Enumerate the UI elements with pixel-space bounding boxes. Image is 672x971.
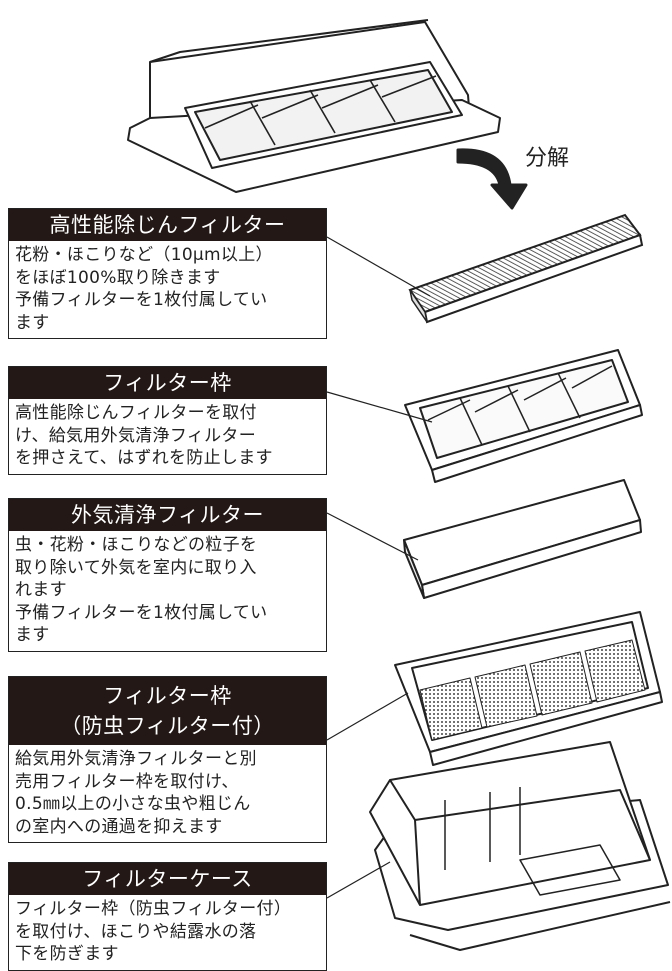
filter-case-icon (369, 741, 671, 951)
decompose-label: 分解 (525, 146, 570, 171)
callout-outdoor-air-filter: 外気清浄フィルター 虫・花粉・ほこりなどの粒子を 取り除いて外気を室内に取り入 … (8, 498, 327, 652)
callout-description: 高性能除じんフィルターを取付 け、給気用外気清浄フィルター を押さえて、はずれを… (15, 403, 273, 468)
callout-title: 高性能除じんフィルター (9, 209, 326, 241)
outdoor-air-filter-icon (403, 479, 642, 599)
insect-screen-frame-icon (394, 611, 663, 766)
decompose-arrow-icon (456, 148, 528, 210)
callout-title-line2: （防虫フィルター付） (60, 714, 275, 738)
leader-lines (326, 236, 433, 899)
callout-description: フィルター枠（防虫フィルター付） を取付け、ほこりや結露水の落 下を防ぎます (15, 899, 292, 964)
callout-title: 外気清浄フィルター (9, 499, 326, 531)
callout-description: 花粉・ほこりなど（10μm以上） をほぼ100%取り除きます 予備フィルターを1… (15, 245, 273, 333)
callout-filter-frame: フィルター枠 高性能除じんフィルターを取付 け、給気用外気清浄フィルター を押さ… (8, 366, 327, 475)
callout-high-performance-filter: 高性能除じんフィルター 花粉・ほこりなど（10μm以上） をほぼ100%取り除き… (8, 208, 327, 339)
callout-title: フィルターケース (9, 863, 326, 895)
callout-description: 虫・花粉・ほこりなどの粒子を 取り除いて外気を室内に取り入 れます 予備フィルタ… (15, 535, 268, 645)
callout-description: 給気用外気清浄フィルターと別 売用フィルター枠を取付け、 0.5㎜以上の小さな虫… (15, 749, 257, 837)
callout-title: フィルター枠 （防虫フィルター付） (9, 677, 326, 745)
high-performance-filter-icon (408, 213, 644, 324)
callout-title: フィルター枠 (9, 367, 326, 399)
callout-title-line1: フィルター枠 (103, 684, 232, 708)
callout-filter-case: フィルターケース フィルター枠（防虫フィルター付） を取付け、ほこりや結露水の落… (8, 862, 327, 971)
assembled-unit-icon (127, 19, 501, 193)
filter-frame-icon (404, 349, 643, 483)
callout-insect-screen-frame: フィルター枠 （防虫フィルター付） 給気用外気清浄フィルターと別 売用フィルター… (8, 676, 327, 843)
